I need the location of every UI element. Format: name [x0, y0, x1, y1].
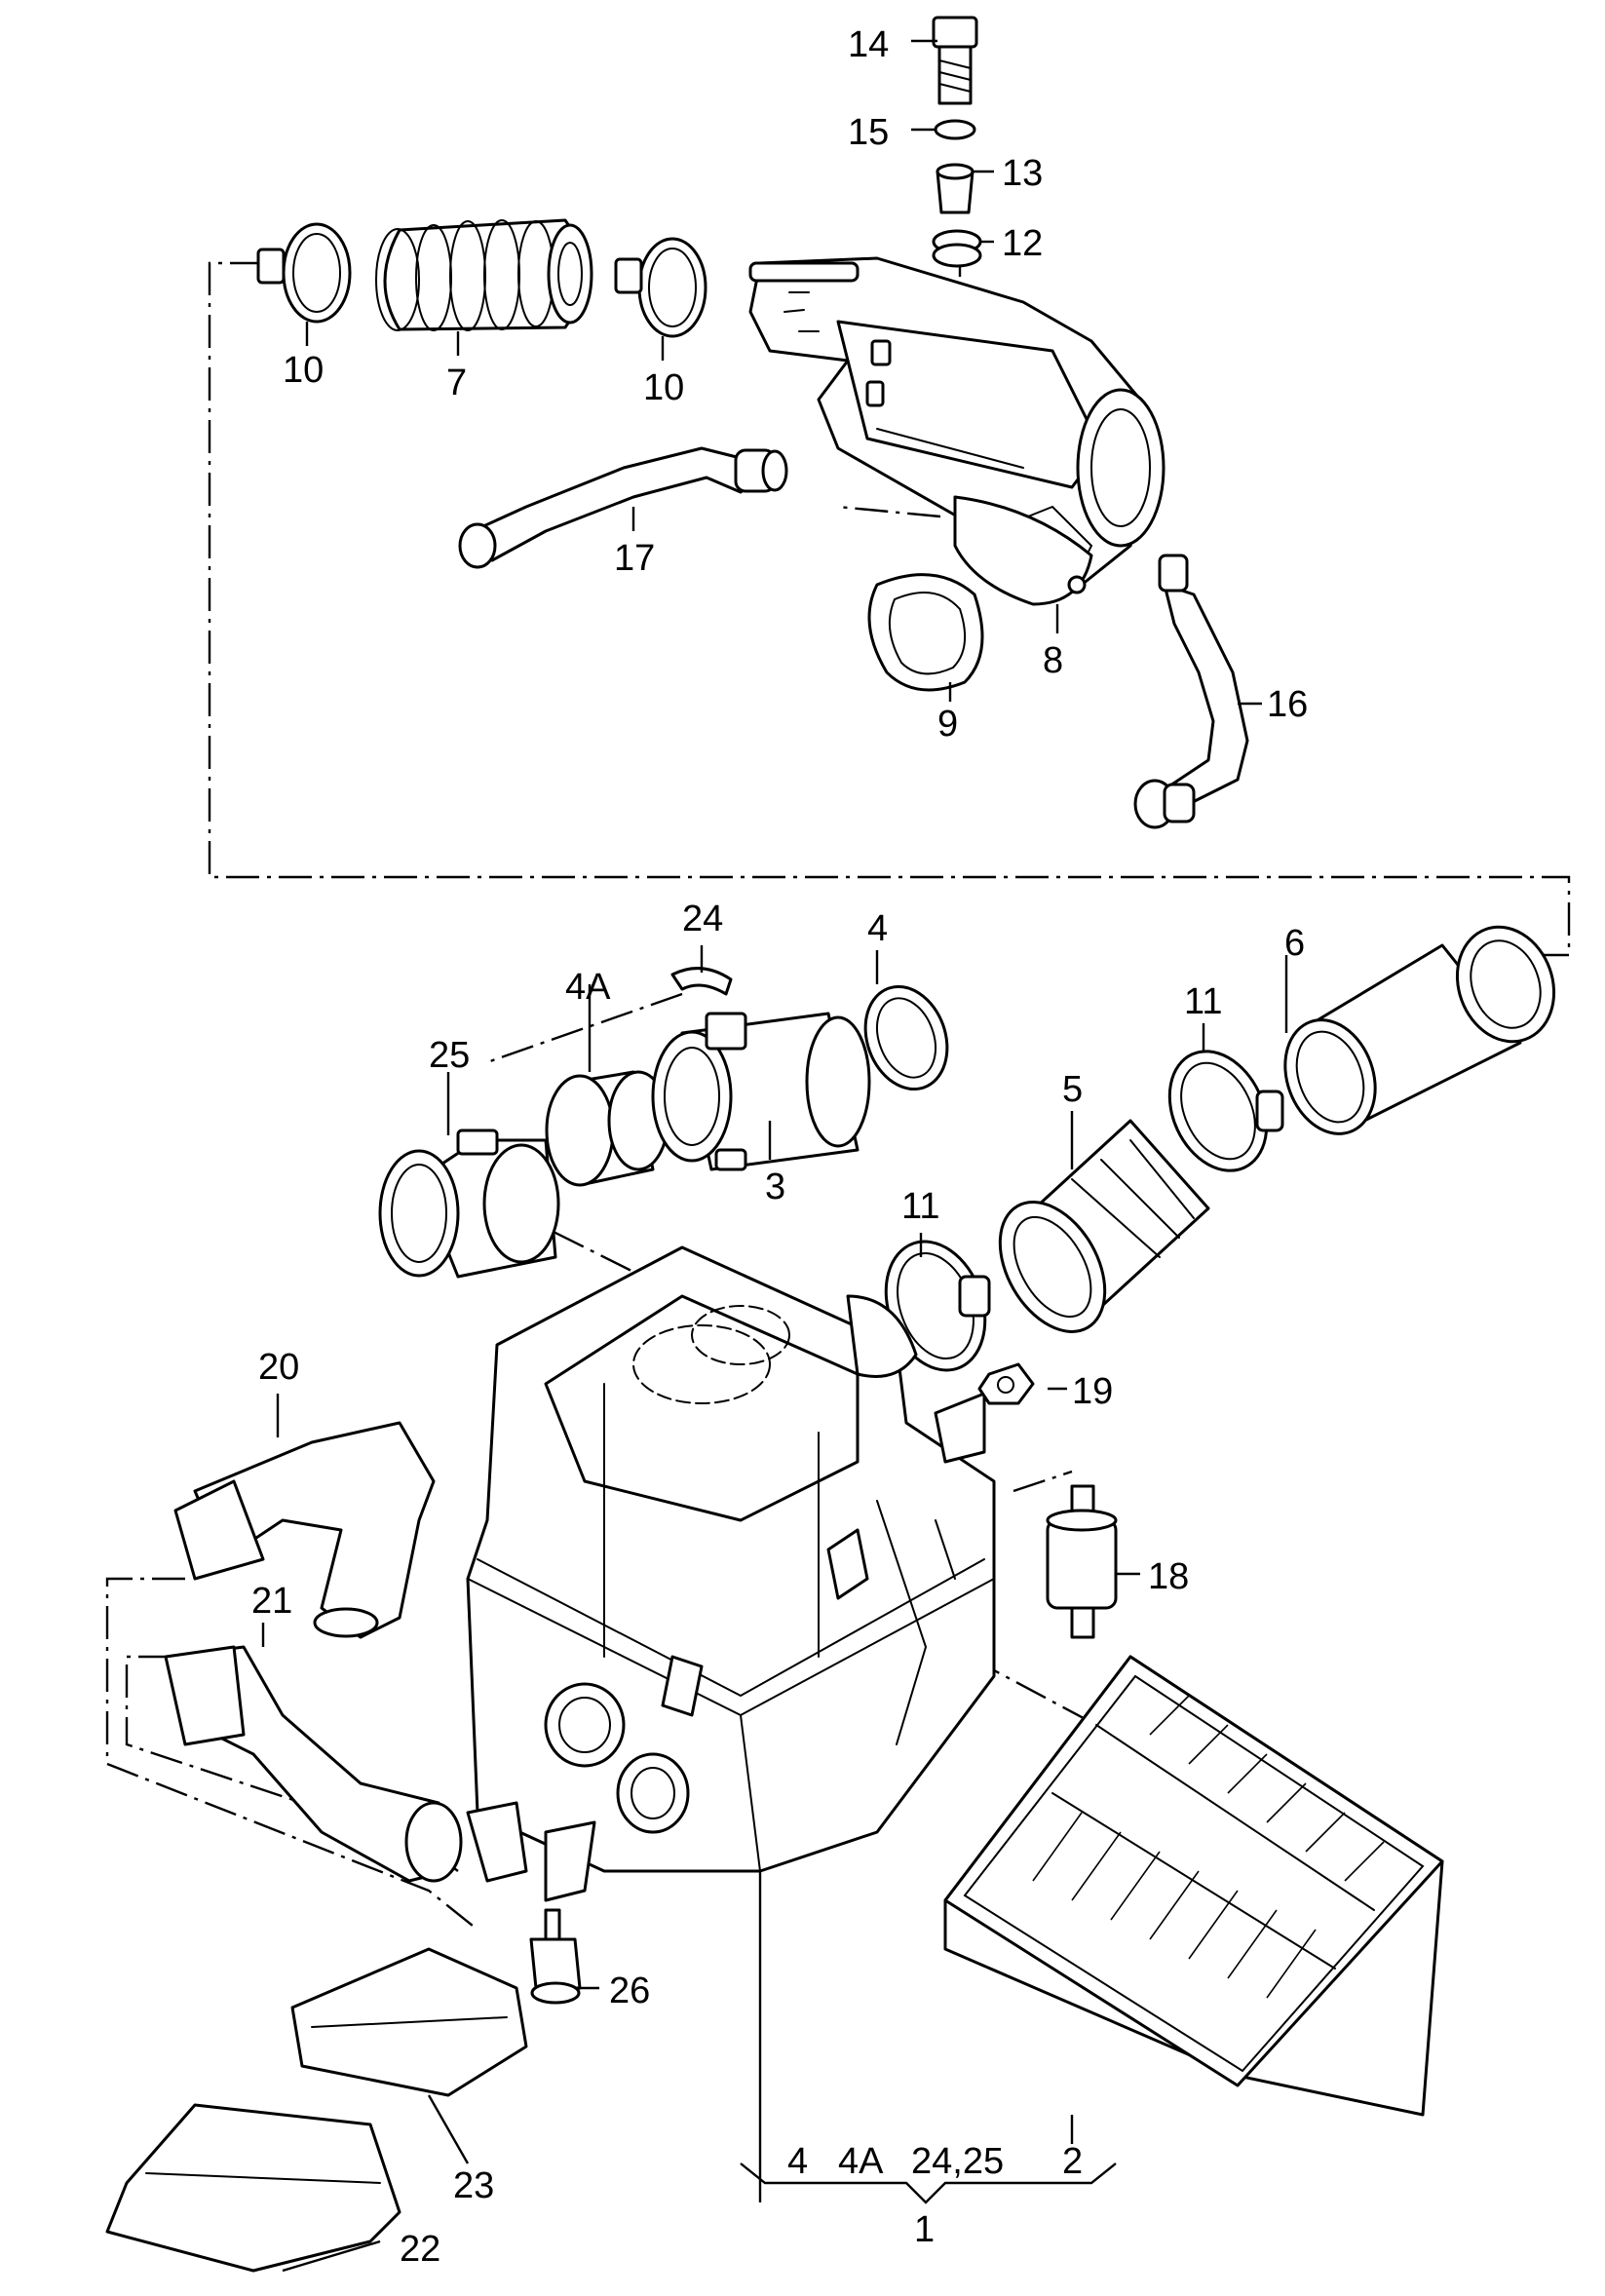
callout-20: 20	[258, 1347, 299, 1388]
corrugated-hose-7	[375, 218, 593, 331]
assembly-dashline-25	[486, 992, 683, 1064]
rubber-mount-26	[529, 1908, 582, 2005]
callout-1: 1	[914, 2209, 935, 2250]
air-mass-meter-3	[651, 1012, 871, 1171]
hose-clamp-10-left	[256, 222, 352, 324]
hose-clamp-10-right	[614, 237, 707, 338]
callout-25: 25	[429, 1035, 470, 1076]
retaining-clip-24	[670, 967, 733, 996]
callout-8: 8	[1043, 640, 1063, 681]
callout-3: 3	[765, 1167, 785, 1207]
group-bracket-1	[740, 2162, 1117, 2204]
callout-26: 26	[609, 1971, 650, 2011]
callout-2: 2	[1062, 2141, 1083, 2182]
intake-hose-5	[998, 1119, 1210, 1333]
intake-hose-6	[1283, 925, 1556, 1135]
callout-12: 12	[1002, 223, 1043, 264]
callout-21: 21	[251, 1581, 292, 1622]
callout-11-upper: 11	[1184, 981, 1222, 1022]
air-intake-duct-8	[748, 256, 1166, 606]
assembly-dashline-18	[1013, 1470, 1073, 1493]
callout-4: 4	[867, 908, 888, 949]
group-label-4: 4	[787, 2141, 808, 2182]
callout-14: 14	[848, 24, 889, 65]
rubber-mount-18	[1046, 1484, 1118, 1639]
callout-19: 19	[1072, 1371, 1113, 1412]
callout-7: 7	[446, 363, 467, 403]
callout-6: 6	[1284, 923, 1305, 964]
nut-19	[977, 1362, 1035, 1405]
seal-ring-4	[863, 984, 949, 1091]
callout-10-left: 10	[283, 350, 324, 391]
callout-24: 24	[682, 899, 723, 939]
hose-clamp-11-upper	[1167, 1050, 1284, 1172]
assembly-dashline-hose-lower	[125, 1655, 459, 1872]
seal-ring-4A	[545, 1070, 669, 1187]
group-label-4A: 4A	[838, 2141, 884, 2182]
callout-10-right: 10	[643, 367, 684, 408]
callout-17: 17	[614, 538, 655, 579]
callout-5: 5	[1062, 1069, 1083, 1110]
callout-13: 13	[1002, 153, 1043, 194]
assembly-dashline-loop	[208, 261, 1571, 957]
callout-16: 16	[1267, 684, 1308, 725]
callout-9: 9	[937, 704, 958, 745]
air-guide-23	[290, 1947, 528, 2097]
air-duct-22	[105, 2103, 401, 2273]
callout-23: 23	[453, 2165, 494, 2206]
filter-element-2	[943, 1655, 1444, 2117]
callout-18: 18	[1148, 1556, 1189, 1597]
gasket-9	[867, 573, 984, 692]
intake-hose-21	[164, 1645, 463, 1883]
breather-hose-17	[458, 446, 788, 569]
callout-11-lower: 11	[901, 1186, 939, 1227]
intake-adapter-25	[378, 1129, 560, 1279]
breather-hose-16	[1133, 554, 1249, 829]
group-label-24-25: 24,25	[911, 2141, 1004, 2182]
assembly-dashline-bracket	[837, 505, 941, 518]
callout-15: 15	[848, 112, 889, 153]
washer-15	[934, 119, 976, 140]
callout-22: 22	[400, 2229, 440, 2270]
assembly-dashline-hose-left	[105, 1577, 478, 1931]
callout-4A: 4A	[565, 967, 611, 1008]
air-filter-housing	[466, 1245, 996, 1873]
grommet-12	[932, 229, 982, 268]
intake-hose-20	[173, 1421, 436, 1639]
mount-bracket	[466, 1801, 596, 1902]
bolt-14	[932, 16, 978, 105]
